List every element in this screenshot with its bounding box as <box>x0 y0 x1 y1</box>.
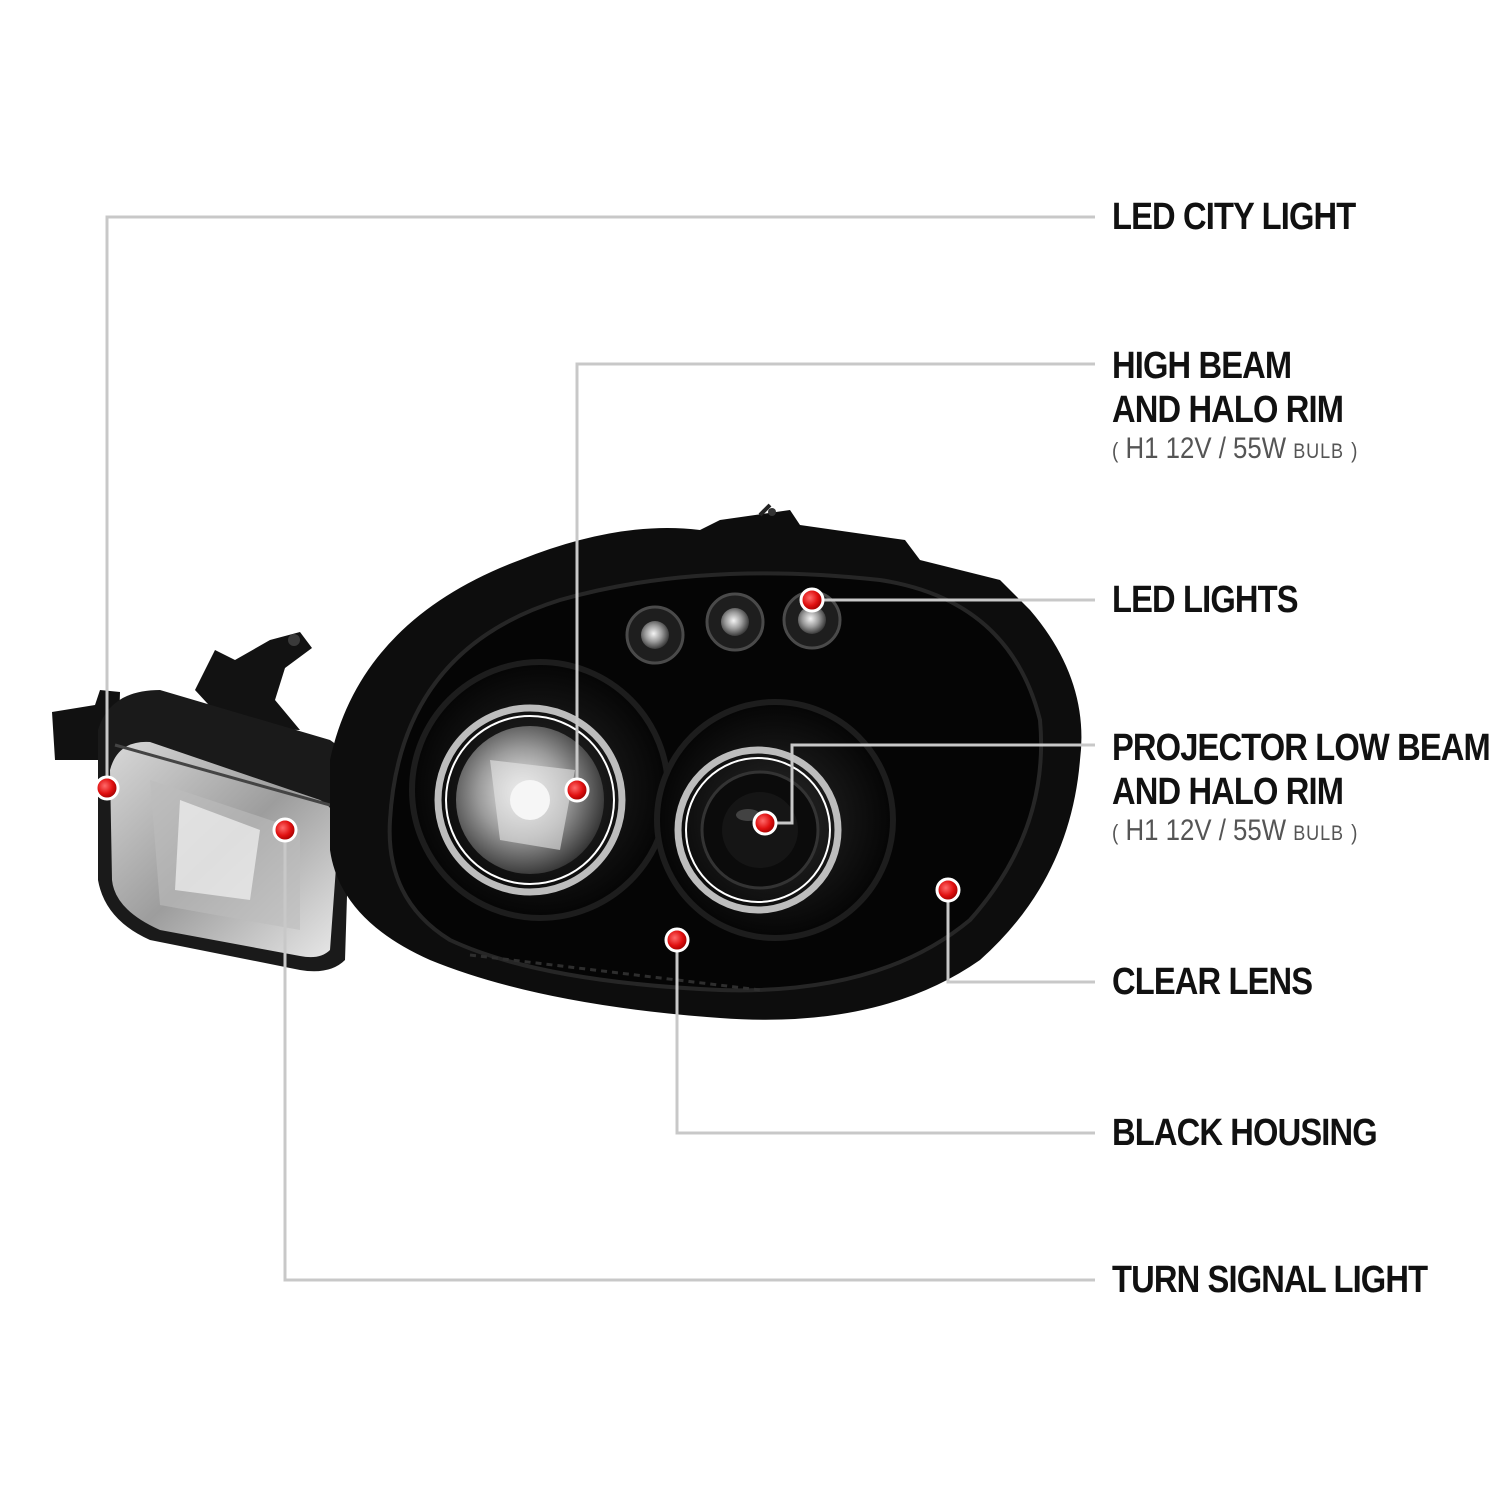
label-title: TURN SIGNAL LIGHT <box>1112 1259 1428 1301</box>
mounting-bracket <box>195 632 312 730</box>
marker-turn-signal-light <box>272 817 298 843</box>
label-title: BLACK HOUSING <box>1112 1112 1378 1154</box>
label-title: CLEAR LENS <box>1112 961 1313 1003</box>
spec-unit: BULB <box>1293 822 1344 845</box>
leader-high-beam <box>575 362 1095 790</box>
label-high-beam: HIGH BEAM AND HALO RIM ( H1 12V / 55W BU… <box>1112 344 1357 469</box>
marker-high-beam <box>564 777 590 803</box>
spec-open: ( <box>1112 820 1119 845</box>
marker-led-city-light <box>94 775 120 801</box>
spec-unit: BULB <box>1293 440 1344 463</box>
label-projector-low-beam: PROJECTOR LOW BEAM AND HALO RIM ( H1 12V… <box>1112 726 1491 851</box>
label-title-line1: HIGH BEAM <box>1112 345 1292 387</box>
label-title: LED CITY LIGHT <box>1112 196 1356 238</box>
leader-turn-signal-light <box>283 830 1095 1282</box>
callout-markers <box>94 587 961 953</box>
label-clear-lens: CLEAR LENS <box>1112 960 1313 1004</box>
leader-clear-lens <box>946 890 1095 984</box>
marker-clear-lens <box>935 877 961 903</box>
label-title-line2: AND HALO RIM <box>1112 771 1344 813</box>
leader-led-city-light <box>105 215 1095 788</box>
spec-close: ) <box>1351 438 1358 463</box>
label-title: LED LIGHTS <box>1112 579 1299 621</box>
leader-projector-low-beam <box>765 743 1095 825</box>
label-led-lights: LED LIGHTS <box>1112 578 1299 622</box>
label-title-line1: PROJECTOR LOW BEAM <box>1112 727 1491 769</box>
marker-black-housing <box>664 927 690 953</box>
label-led-city-light: LED CITY LIGHT <box>1112 195 1356 239</box>
label-black-housing: BLACK HOUSING <box>1112 1111 1378 1155</box>
label-title-line2: AND HALO RIM <box>1112 389 1344 431</box>
label-turn-signal-light: TURN SIGNAL LIGHT <box>1112 1258 1428 1302</box>
leader-black-housing <box>675 940 1095 1135</box>
high-beam-halo <box>409 659 671 921</box>
headlight-assembly <box>52 503 1082 1020</box>
marker-led-lights <box>799 587 825 613</box>
spec-open: ( <box>1112 438 1119 463</box>
spec-value: H1 12V / 55W <box>1125 432 1287 465</box>
label-spec: ( H1 12V / 55W BULB ) <box>1112 814 1490 851</box>
label-spec: ( H1 12V / 55W BULB ) <box>1112 432 1357 469</box>
leader-lines <box>105 215 1095 1282</box>
led-light-row <box>625 590 842 665</box>
spec-value: H1 12V / 55W <box>1125 814 1287 847</box>
marker-projector-low-beam <box>752 810 778 836</box>
spec-close: ) <box>1351 820 1358 845</box>
